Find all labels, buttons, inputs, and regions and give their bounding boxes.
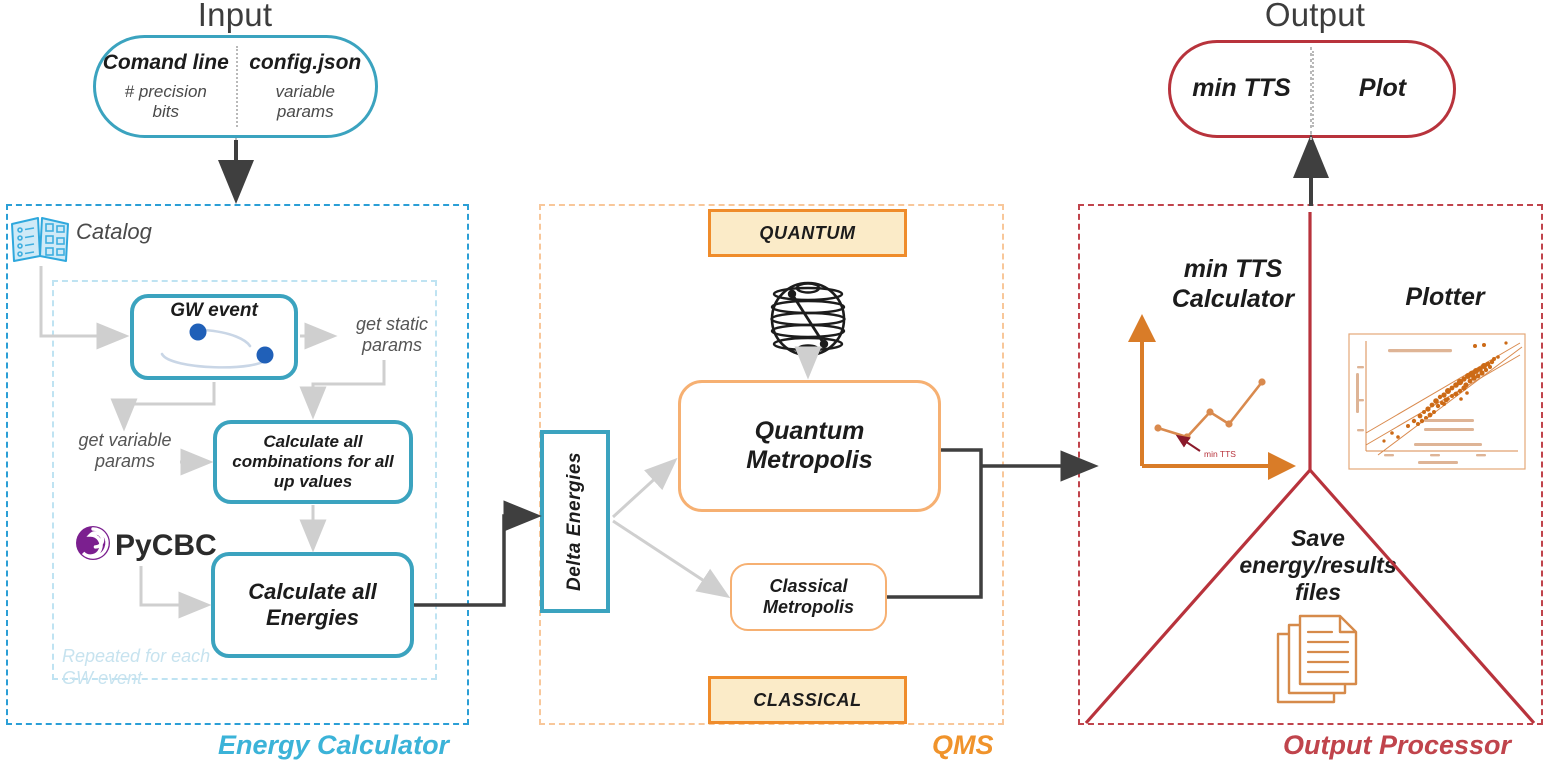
save-files-label: Save energy/results files (1239, 525, 1397, 606)
calc-combinations-label: Calculate all combinations for all up va… (232, 431, 394, 492)
config-json-title: config.json (249, 50, 362, 74)
get-static-params-text: get static params (355, 314, 429, 355)
get-static-params-label: get static params (327, 314, 457, 355)
output-processor-panel-label: Output Processor (1283, 730, 1512, 760)
calc-energies-box[interactable]: Calculate all Energies (211, 552, 414, 658)
output-capsule-divider (1312, 51, 1314, 127)
input-title: Input (197, 0, 273, 33)
plotter-label: Plotter (1405, 283, 1485, 311)
command-line-title: Comand line (102, 50, 229, 74)
bloch-sphere-icon (769, 278, 847, 360)
qms-panel-label: QMS (932, 730, 994, 760)
input-right-half: config.json variable params (236, 38, 376, 135)
classical-metropolis-label: Classical Metropolis (762, 575, 854, 617)
svg-text:PyCBC: PyCBC (115, 529, 217, 562)
get-variable-params-label: get variable params (60, 430, 190, 471)
energy-calculator-inner-dashed-box (52, 280, 437, 680)
documents-icon (1270, 608, 1368, 708)
catalog-label: Catalog (76, 219, 152, 244)
catalog-icon (8, 212, 74, 264)
plot-label: Plot (1358, 74, 1407, 103)
pycbc-logo: PyCBC (74, 524, 217, 564)
delta-energies-label: Delta Energies (564, 452, 585, 591)
repeated-note: Repeated for each GW event (62, 646, 211, 688)
energy-calculator-panel (6, 204, 469, 725)
min-tts-chart: min TTS (1125, 314, 1300, 480)
quantum-banner-label: QUANTUM (759, 222, 856, 243)
input-left-half: Comand line # precision bits (96, 38, 236, 135)
min-tts-calculator-label: min TTS Calculator (1171, 255, 1295, 313)
command-line-sub: # precision bits (124, 81, 207, 121)
energy-calculator-panel-label: Energy Calculator (218, 730, 450, 760)
config-json-sub: variable params (275, 81, 336, 121)
svg-text:min TTS: min TTS (1204, 449, 1236, 459)
delta-energies-box[interactable]: Delta Energies (540, 430, 610, 613)
classical-metropolis-box[interactable]: Classical Metropolis (730, 563, 887, 631)
capsule-divider (235, 46, 238, 127)
plotter-thumbnail-chart (1348, 333, 1526, 470)
calc-energies-label: Calculate all Energies (248, 579, 377, 630)
classical-banner-label: CLASSICAL (753, 689, 862, 710)
quantum-metropolis-label: Quantum Metropolis (746, 416, 873, 475)
output-capsule[interactable]: min TTS Plot (1168, 40, 1456, 138)
output-left-half: min TTS (1171, 43, 1312, 135)
quantum-banner: QUANTUM (708, 209, 907, 257)
quantum-metropolis-box[interactable]: Quantum Metropolis (678, 380, 941, 512)
gw-event-label: GW event (170, 300, 258, 321)
classical-banner: CLASSICAL (708, 676, 907, 724)
output-title: Output (1264, 0, 1366, 33)
min-tts-label: min TTS (1192, 74, 1291, 103)
input-capsule[interactable]: Comand line # precision bits config.json… (93, 35, 378, 138)
gw-event-orbit-icon (140, 322, 290, 376)
gw-event-box[interactable] (130, 294, 298, 380)
get-variable-params-text: get variable params (78, 430, 172, 471)
output-right-half: Plot (1312, 43, 1453, 135)
calc-combinations-box[interactable]: Calculate all combinations for all up va… (213, 420, 413, 504)
